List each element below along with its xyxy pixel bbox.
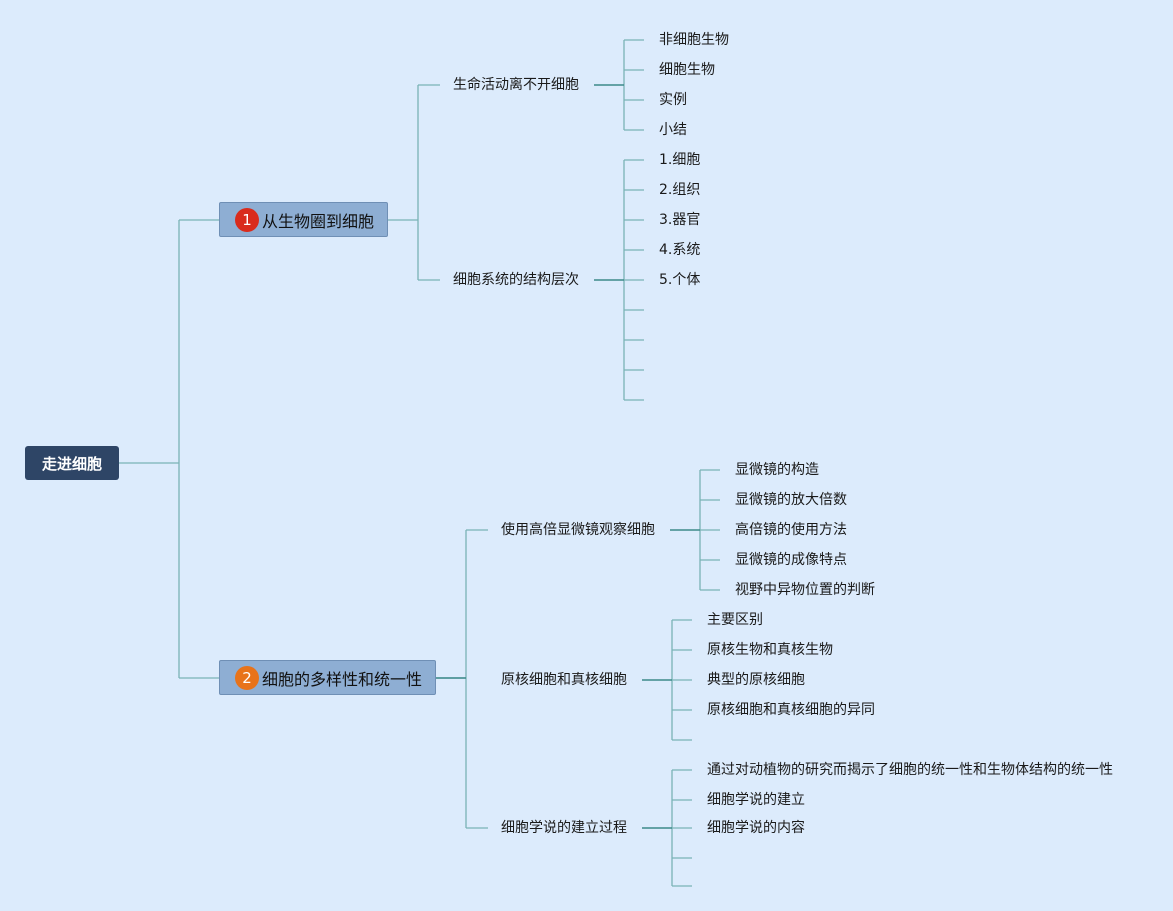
leaf-node[interactable]: 原核生物和真核生物 — [707, 642, 833, 658]
leaf-node[interactable]: 实例 — [659, 92, 687, 108]
leaf-node[interactable]: 非细胞生物 — [659, 32, 729, 48]
leaf-node[interactable]: 细胞生物 — [659, 62, 715, 78]
leaf-node[interactable]: 高倍镜的使用方法 — [735, 522, 847, 538]
leaf-node[interactable]: 原核细胞和真核细胞的异同 — [707, 702, 875, 718]
leaf-node[interactable]: 显微镜的放大倍数 — [735, 492, 847, 508]
leaf-node[interactable]: 4.系统 — [659, 242, 701, 258]
leaf-node[interactable]: 典型的原核细胞 — [707, 672, 805, 688]
leaf-node[interactable]: 2.组织 — [659, 182, 701, 198]
subtopic-node[interactable]: 原核细胞和真核细胞 — [501, 672, 627, 688]
leaf-node[interactable]: 1.细胞 — [659, 152, 701, 168]
root-node-label: 走进细胞 — [41, 454, 102, 473]
priority-2-icon: 2 — [235, 665, 259, 690]
section-node-1[interactable]: 1 从生物圈到细胞 — [219, 202, 388, 237]
connector — [672, 769, 692, 887]
section-title: 细胞的多样性和统一性 — [262, 669, 423, 689]
leaf-node[interactable]: 视野中异物位置的判断 — [735, 582, 875, 598]
connector — [672, 619, 692, 741]
connector — [624, 159, 644, 401]
leaf-node[interactable]: 显微镜的构造 — [735, 462, 819, 478]
connector — [624, 39, 644, 131]
leaf-node[interactable]: 细胞学说的建立 — [707, 792, 805, 808]
subtopic-node[interactable]: 使用高倍显微镜观察细胞 — [501, 522, 655, 538]
section-title: 从生物圈到细胞 — [262, 211, 375, 231]
subtopic-node[interactable]: 细胞系统的结构层次 — [453, 272, 579, 288]
subtopic-node[interactable]: 生命活动离不开细胞 — [453, 77, 579, 93]
leaf-node[interactable]: 3.器官 — [659, 212, 701, 228]
leaf-node[interactable]: 显微镜的成像特点 — [735, 552, 847, 568]
leaf-node[interactable]: 细胞学说的内容 — [707, 820, 805, 836]
priority-1-icon: 1 — [235, 207, 259, 232]
connector — [466, 529, 488, 829]
section-node-2[interactable]: 2 细胞的多样性和统一性 — [219, 660, 436, 695]
leaf-node[interactable]: 小结 — [659, 122, 687, 138]
subtopic-node[interactable]: 细胞学说的建立过程 — [501, 820, 627, 836]
connector — [700, 469, 720, 591]
leaf-node[interactable]: 主要区别 — [707, 612, 763, 628]
leaf-node[interactable]: 通过对动植物的研究而揭示了细胞的统一性和生物体结构的统一性 — [707, 762, 1113, 778]
leaf-node[interactable]: 5.个体 — [659, 272, 701, 288]
root-node[interactable]: 走进细胞 — [25, 446, 119, 480]
